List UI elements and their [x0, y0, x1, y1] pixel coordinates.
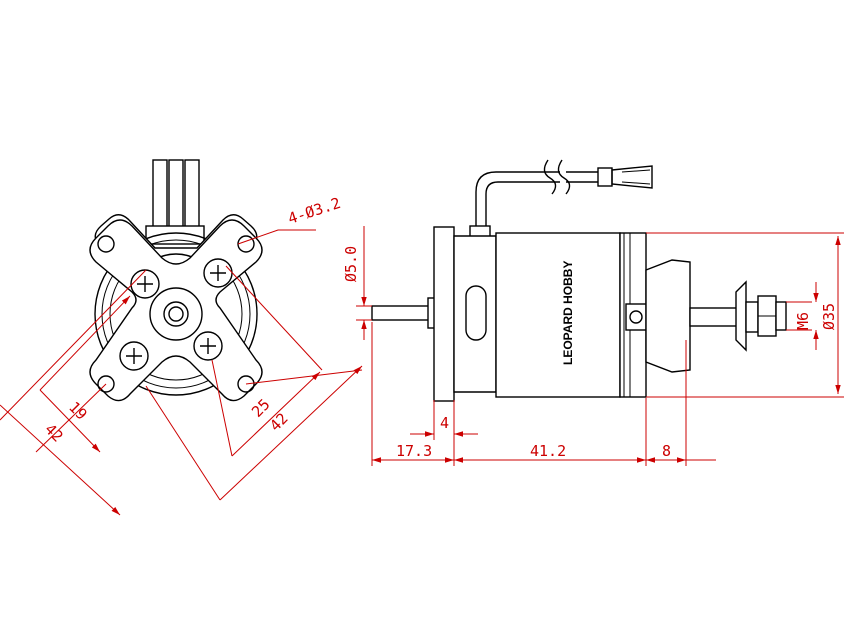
dim-25: 25 [248, 395, 274, 421]
output-shaft [371, 305, 431, 321]
mount-screws [119, 258, 233, 371]
rear-bearing-housing [645, 259, 691, 373]
mount-flange [433, 226, 455, 402]
mount-hole-3 [97, 375, 115, 393]
side-view: LEOPARD HOBBY Ø5.0 M6 Ø35 4 17.3 41.2 8 [342, 159, 844, 466]
motor-body-outer [94, 232, 258, 396]
front-view: 4-Ø3.2 19 42 25 42 [0, 159, 363, 516]
brand-label: LEOPARD HOBBY [561, 261, 575, 365]
dim-flange-thickness: 4 [440, 414, 449, 432]
side-lead-wire [469, 159, 653, 243]
center-boss [149, 287, 203, 341]
mount-hole-4 [237, 375, 255, 393]
dim-42-right: 42 [266, 409, 292, 435]
mount-hole-1 [97, 235, 115, 253]
dim-thread: M6 [794, 312, 812, 330]
dim-can-diameter: Ø35 [820, 303, 838, 330]
dim-shaft-diameter: Ø5.0 [342, 246, 360, 282]
dim-42-left: 42 [41, 420, 67, 446]
m6-thread [775, 301, 787, 331]
motor-lead-wires [145, 159, 205, 245]
prop-shaft [689, 307, 739, 327]
dim-body-length: 41.2 [530, 442, 566, 460]
side-dimensions [356, 226, 844, 466]
dim-thread-length: 8 [662, 442, 671, 460]
dim-shaft-length: 17.3 [396, 442, 432, 460]
front-bell [453, 235, 497, 393]
rotating-can [495, 232, 621, 398]
mount-holes-label: 4-Ø3.2 [286, 194, 343, 228]
front-dimensions [0, 229, 363, 516]
